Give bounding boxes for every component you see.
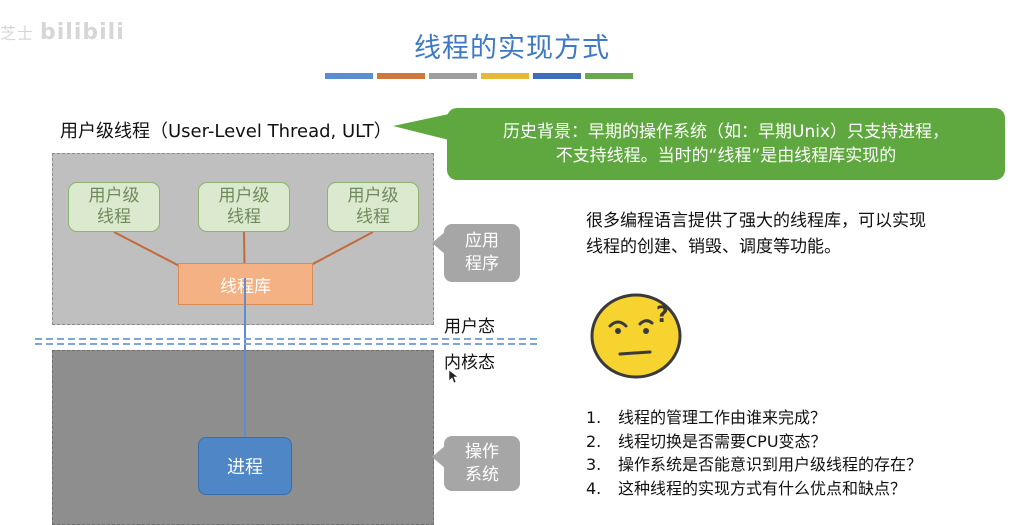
callout-line-2: 不支持线程。当时的“线程”是由线程库实现的 (555, 146, 897, 166)
operating-system-tag-label: 操作 (465, 441, 499, 462)
color-strip-segment (377, 73, 425, 79)
svg-text:?: ? (656, 303, 669, 328)
color-strip-segment (429, 73, 477, 79)
slide-title: 线程的实现方式 (414, 33, 610, 64)
user-thread-box: 用户级线程 (327, 182, 419, 232)
question-number: 4. (586, 478, 602, 498)
bilibili-watermark: 芝士 bilibili (0, 18, 150, 46)
color-strip-segment (325, 73, 373, 79)
question-text: 这种线程的实现方式有什么优点和缺点？ (618, 478, 907, 498)
question-item: 2. 线程切换是否需要CPU变态？ (586, 430, 922, 454)
callout-pointer (393, 114, 449, 140)
title-color-strip (325, 73, 633, 79)
question-text: 线程的管理工作由谁来完成？ (618, 408, 827, 427)
question-item: 4. 这种线程的实现方式有什么优点和缺点？ (586, 477, 922, 501)
user-thread-label: 线程 (356, 207, 390, 227)
question-text: 操作系统是否能意识到用户级线程的存在？ (618, 455, 923, 474)
color-strip-segment (481, 73, 529, 79)
question-number: 3. (586, 455, 602, 474)
thread-library-label: 线程库 (220, 276, 271, 297)
user-thread-box: 用户级线程 (68, 182, 160, 232)
question-number: 1. (586, 408, 602, 427)
callout-line-1: 历史背景：早期的操作系统（如：早期Unix）只支持进程， (503, 122, 949, 142)
user-thread-label: 用户级 (88, 186, 140, 206)
operating-system-tag: 操作系统 (444, 436, 520, 491)
kernel-mode-label: 内核态 (444, 353, 495, 373)
question-list: 1. 线程的管理工作由谁来完成？ 2. 线程切换是否需要CPU变态？ 3. 操作系统是… (586, 406, 922, 500)
ult-heading: 用户级线程（User-Level Thread, ULT） (60, 121, 392, 142)
user-mode-label: 用户态 (444, 317, 495, 337)
user-thread-label: 线程 (97, 207, 131, 227)
application-tag-label: 程序 (465, 254, 499, 274)
mouse-cursor-icon (448, 369, 459, 384)
color-strip-segment (585, 73, 633, 79)
color-strip-segment (533, 73, 581, 79)
thread-library-box: 线程库 (178, 263, 313, 305)
kernel-space-area (52, 350, 434, 525)
watermark-prefix: 芝士 (0, 24, 35, 43)
application-tag: 应用程序 (444, 224, 520, 282)
question-text: 线程切换是否需要CPU变态？ (618, 431, 827, 451)
operating-system-tag-label: 系统 (465, 464, 499, 485)
user-thread-label: 线程 (227, 207, 261, 227)
thread-library-intro: 很多编程语言提供了强大的线程库，可以实现 线程的创建、销毁、调度等功能。 (586, 208, 1016, 260)
watermark-text: bilibili (40, 19, 125, 45)
user-thread-box: 用户级线程 (198, 182, 290, 232)
question-number: 2. (586, 431, 602, 451)
user-thread-label: 用户级 (218, 186, 270, 206)
thinking-face-icon: ? (590, 293, 682, 379)
app-tag-pointer (432, 231, 446, 255)
intro-line-1: 很多编程语言提供了强大的线程库，可以实现 (586, 211, 926, 231)
process-box: 进程 (198, 437, 292, 495)
history-callout: 历史背景：早期的操作系统（如：早期Unix）只支持进程， 不支持线程。当时的“线… (447, 108, 1005, 180)
os-tag-pointer (432, 445, 446, 469)
intro-line-2: 线程的创建、销毁、调度等功能。 (586, 237, 841, 257)
user-thread-label: 用户级 (347, 186, 399, 206)
application-tag-label: 应用 (465, 231, 499, 251)
question-item: 1. 线程的管理工作由谁来完成？ (586, 406, 922, 430)
question-item: 3. 操作系统是否能意识到用户级线程的存在？ (586, 453, 922, 477)
process-label: 进程 (227, 457, 263, 478)
